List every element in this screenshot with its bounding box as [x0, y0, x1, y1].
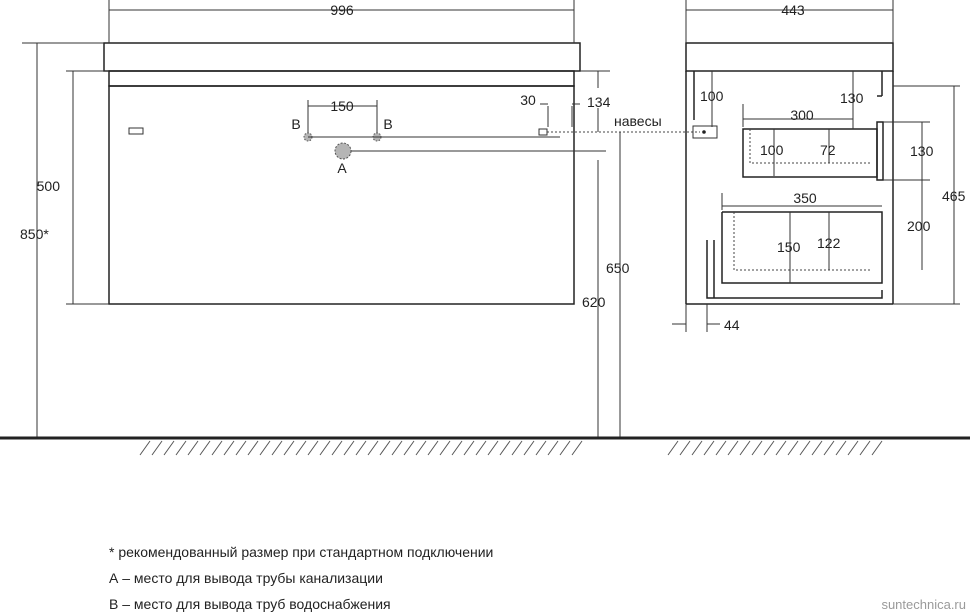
hatch-stroke	[331, 440, 343, 456]
cabinet-body	[108, 85, 575, 305]
hatch-stroke	[163, 440, 175, 456]
hatch-stroke	[175, 440, 187, 456]
hatch-stroke	[259, 440, 271, 456]
floor-hatch	[139, 440, 583, 456]
side-view: 443 100 130 300 100 72 130 465 350 200 1…	[672, 0, 966, 333]
hatch-stroke	[475, 440, 487, 456]
hatch-stroke	[463, 440, 475, 456]
hatch-stroke	[715, 440, 727, 456]
hatch-stroke	[379, 440, 391, 456]
hatch-stroke	[427, 440, 439, 456]
cabinet-rail	[108, 70, 575, 87]
countertop	[103, 42, 581, 72]
hatch-stroke	[211, 440, 223, 456]
hatch-stroke	[727, 440, 739, 456]
watermark: suntechnica.ru	[881, 597, 966, 612]
hatch-stroke	[679, 440, 691, 456]
pipe-b-right-label: B	[383, 116, 392, 132]
front-view: 150 B B A 30 134 навесы 996 850* 500 650	[20, 0, 700, 438]
body-floor-label: 620	[582, 294, 606, 310]
hatch-stroke	[271, 440, 283, 456]
hatch-stroke	[775, 440, 787, 456]
hatch-stroke	[571, 440, 583, 456]
hatch-stroke	[247, 440, 259, 456]
pipe-a-label: A	[337, 160, 347, 176]
hatch-stroke	[367, 440, 379, 456]
hatch-stroke	[439, 440, 451, 456]
lower-drawer-height-label: 200	[907, 218, 931, 234]
hatch-stroke	[391, 440, 403, 456]
hatch-stroke	[871, 440, 883, 456]
pipe-spacing-label: 150	[330, 98, 354, 114]
hatch-stroke	[355, 440, 367, 456]
hatch-stroke	[667, 440, 679, 456]
upper-inner-72-label: 72	[820, 142, 836, 158]
handle-icon	[128, 127, 144, 135]
side-depth-label: 443	[781, 2, 805, 18]
hatch-stroke	[547, 440, 559, 456]
side-offset-label: 44	[724, 317, 740, 333]
hatch-stroke	[859, 440, 871, 456]
hatch-stroke	[319, 440, 331, 456]
hanger-floor-label: 650	[606, 260, 630, 276]
hatch-stroke	[559, 440, 571, 456]
hatch-stroke	[235, 440, 247, 456]
hatch-stroke	[151, 440, 163, 456]
hatch-stroke	[499, 440, 511, 456]
hatch-stroke	[811, 440, 823, 456]
hatch-stroke	[295, 440, 307, 456]
pipe-b-left-label: B	[291, 116, 300, 132]
side-top-gap-label: 100	[700, 88, 724, 104]
hatch-stroke	[415, 440, 427, 456]
offset-30-label: 30	[520, 92, 536, 108]
hanger-bracket-icon	[692, 125, 718, 139]
side-total-height-label: 465	[942, 188, 966, 204]
lower-inner-122-label: 122	[817, 235, 841, 251]
upper-drawer-depth-label: 300	[790, 107, 814, 123]
upper-drawer-height-label: 130	[910, 143, 934, 159]
hatch-stroke	[739, 440, 751, 456]
pipe-a-icon	[334, 142, 352, 160]
lower-drawer-depth-label: 350	[793, 190, 817, 206]
note-legend-a: А – место для вывода трубы канализации	[109, 570, 383, 586]
hatch-stroke	[691, 440, 703, 456]
hatch-stroke	[343, 440, 355, 456]
hatch-stroke	[799, 440, 811, 456]
hanger-mark-icon	[538, 128, 548, 136]
hatch-stroke	[451, 440, 463, 456]
hatch-stroke	[751, 440, 763, 456]
total-height-label: 850*	[20, 226, 49, 242]
side-countertop	[685, 42, 894, 72]
hatch-stroke	[787, 440, 799, 456]
hatch-stroke	[523, 440, 535, 456]
side-shelf-gap-label: 130	[840, 90, 864, 106]
front-height-label: 500	[37, 178, 61, 194]
hatch-stroke	[139, 440, 151, 456]
hanger-label: навесы	[614, 113, 662, 129]
hatch-stroke	[847, 440, 859, 456]
hatch-stroke	[763, 440, 775, 456]
hatch-stroke	[307, 440, 319, 456]
upper-inner-100-label: 100	[760, 142, 784, 158]
floor-hatch-side	[667, 440, 883, 456]
hatch-stroke	[283, 440, 295, 456]
note-recommended: * рекомендованный размер при стандартном…	[109, 544, 493, 560]
hatch-stroke	[199, 440, 211, 456]
note-legend-b: В – место для вывода труб водоснабжения	[109, 596, 391, 612]
hatch-stroke	[835, 440, 847, 456]
hatch-stroke	[487, 440, 499, 456]
hatch-stroke	[703, 440, 715, 456]
hatch-stroke	[223, 440, 235, 456]
hatch-stroke	[187, 440, 199, 456]
hatch-stroke	[511, 440, 523, 456]
hatch-stroke	[823, 440, 835, 456]
lower-inner-150-label: 150	[777, 239, 801, 255]
hatch-stroke	[403, 440, 415, 456]
hanger-height-label: 134	[587, 94, 611, 110]
front-width-label: 996	[330, 2, 354, 18]
hatch-stroke	[535, 440, 547, 456]
